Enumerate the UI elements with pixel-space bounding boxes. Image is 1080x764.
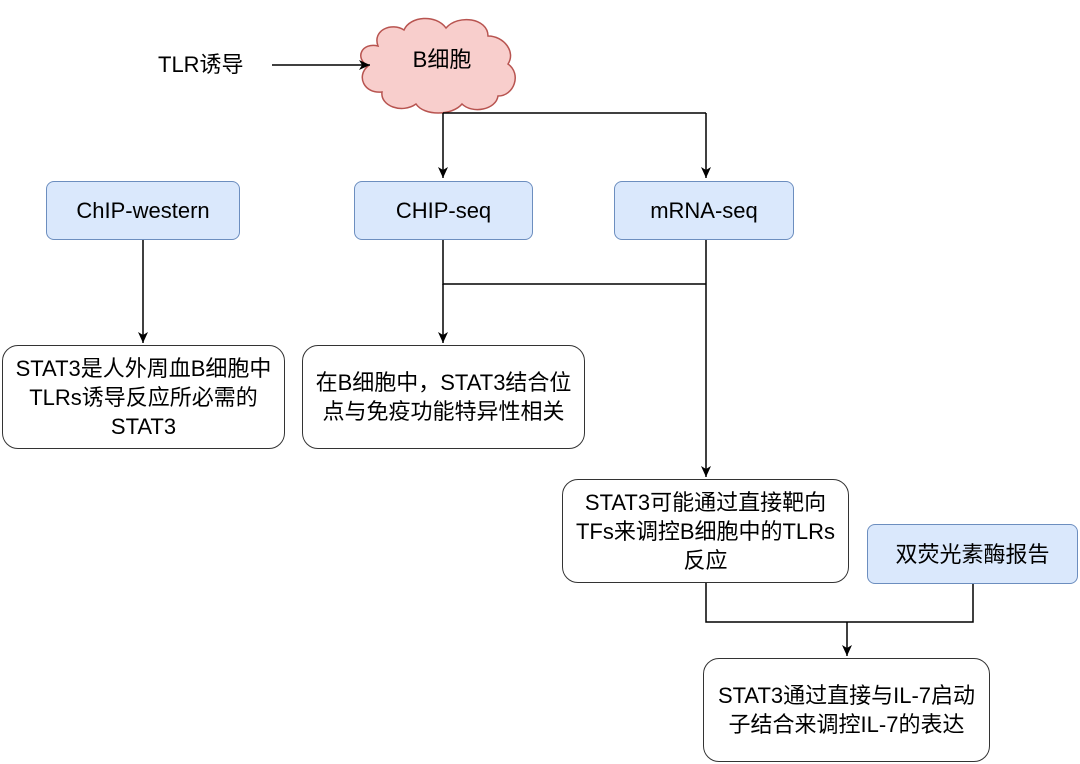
result-chip-western: STAT3是人外周血B细胞中TLRs诱导反应所必需的STAT3 [2,345,285,449]
chip-seq-box: CHIP-seq [354,181,533,240]
cloud-shape [360,17,516,114]
edge-merge [442,240,706,285]
result-chip-seq: 在B细胞中，STAT3结合位点与免疫功能特异性相关 [302,345,585,449]
chip-western-box: ChIP-western [46,181,240,240]
b-cell-label: B细胞 [412,47,472,72]
result-il7: STAT3通过直接与IL-7启动子结合来调控IL-7的表达 [703,658,990,762]
edge-merge-bottom [705,583,974,623]
mrna-seq-box: mRNA-seq [614,181,794,240]
tlr-induction-label: TLR诱导 [158,52,244,77]
result-mrna-seq: STAT3可能通过直接靶向TFs来调控B细胞中的TLRs反应 [562,479,849,583]
luciferase-box: 双荧光素酶报告 [867,524,1078,584]
